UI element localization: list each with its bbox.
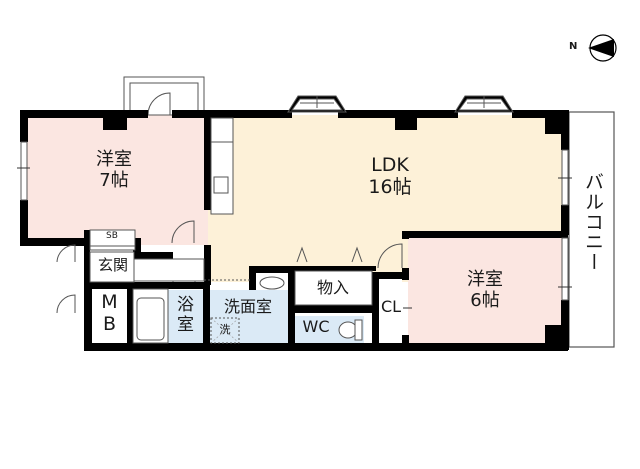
entrance-label: 玄関 [97,256,128,274]
ldk-fill [208,115,563,235]
kitchen-counter [210,117,234,215]
compass-north-label: N [569,41,578,52]
meter-box-line2: B [102,312,117,335]
closet-label: CL [380,297,402,316]
washbasin [259,276,285,290]
western-room-6-name: 洋室 [467,269,503,290]
western-room-7-name: 洋室 [96,149,132,170]
western-room-7-label: 洋室 7帖 [84,149,144,191]
bath-label: 浴 室 [169,295,202,335]
toilet-bowl [338,321,358,339]
western-room-6-fill [408,235,563,347]
western-room-7-fill [22,115,208,243]
western-room-6-label: 洋室 6帖 [455,269,515,311]
closet [379,279,402,343]
balcony-outline [568,111,615,348]
western-room-6-size: 6帖 [470,289,500,311]
meter-box-line1: M [101,291,118,313]
bathtub [136,297,165,341]
bath-line1: 浴 [177,295,194,315]
toilet-label: WC [302,317,330,336]
washer-space [210,317,240,344]
meter-box [92,289,127,343]
entrance-floor [89,251,135,283]
bath-line2: 室 [177,314,194,335]
bath-fill [168,290,203,347]
washroom-fill [208,290,288,347]
shoe-box [89,229,136,251]
balcony-label: バルコニー [582,172,604,272]
shoe-box-label: SB [106,231,118,241]
washer-label: 洗 [219,323,231,336]
storage-closet [294,270,373,306]
ldk-size: 16帖 [368,175,412,198]
storage-label: 物入 [316,278,349,297]
ldk-name: LDK [371,154,409,176]
western-room-7-size: 7帖 [99,169,129,191]
compass-icon [588,34,617,62]
meter-box-label: M B [93,291,126,336]
kitchen-sink [213,176,229,194]
ldk-label: LDK 16帖 [350,154,430,199]
washroom-label: 洗面室 [223,297,272,316]
